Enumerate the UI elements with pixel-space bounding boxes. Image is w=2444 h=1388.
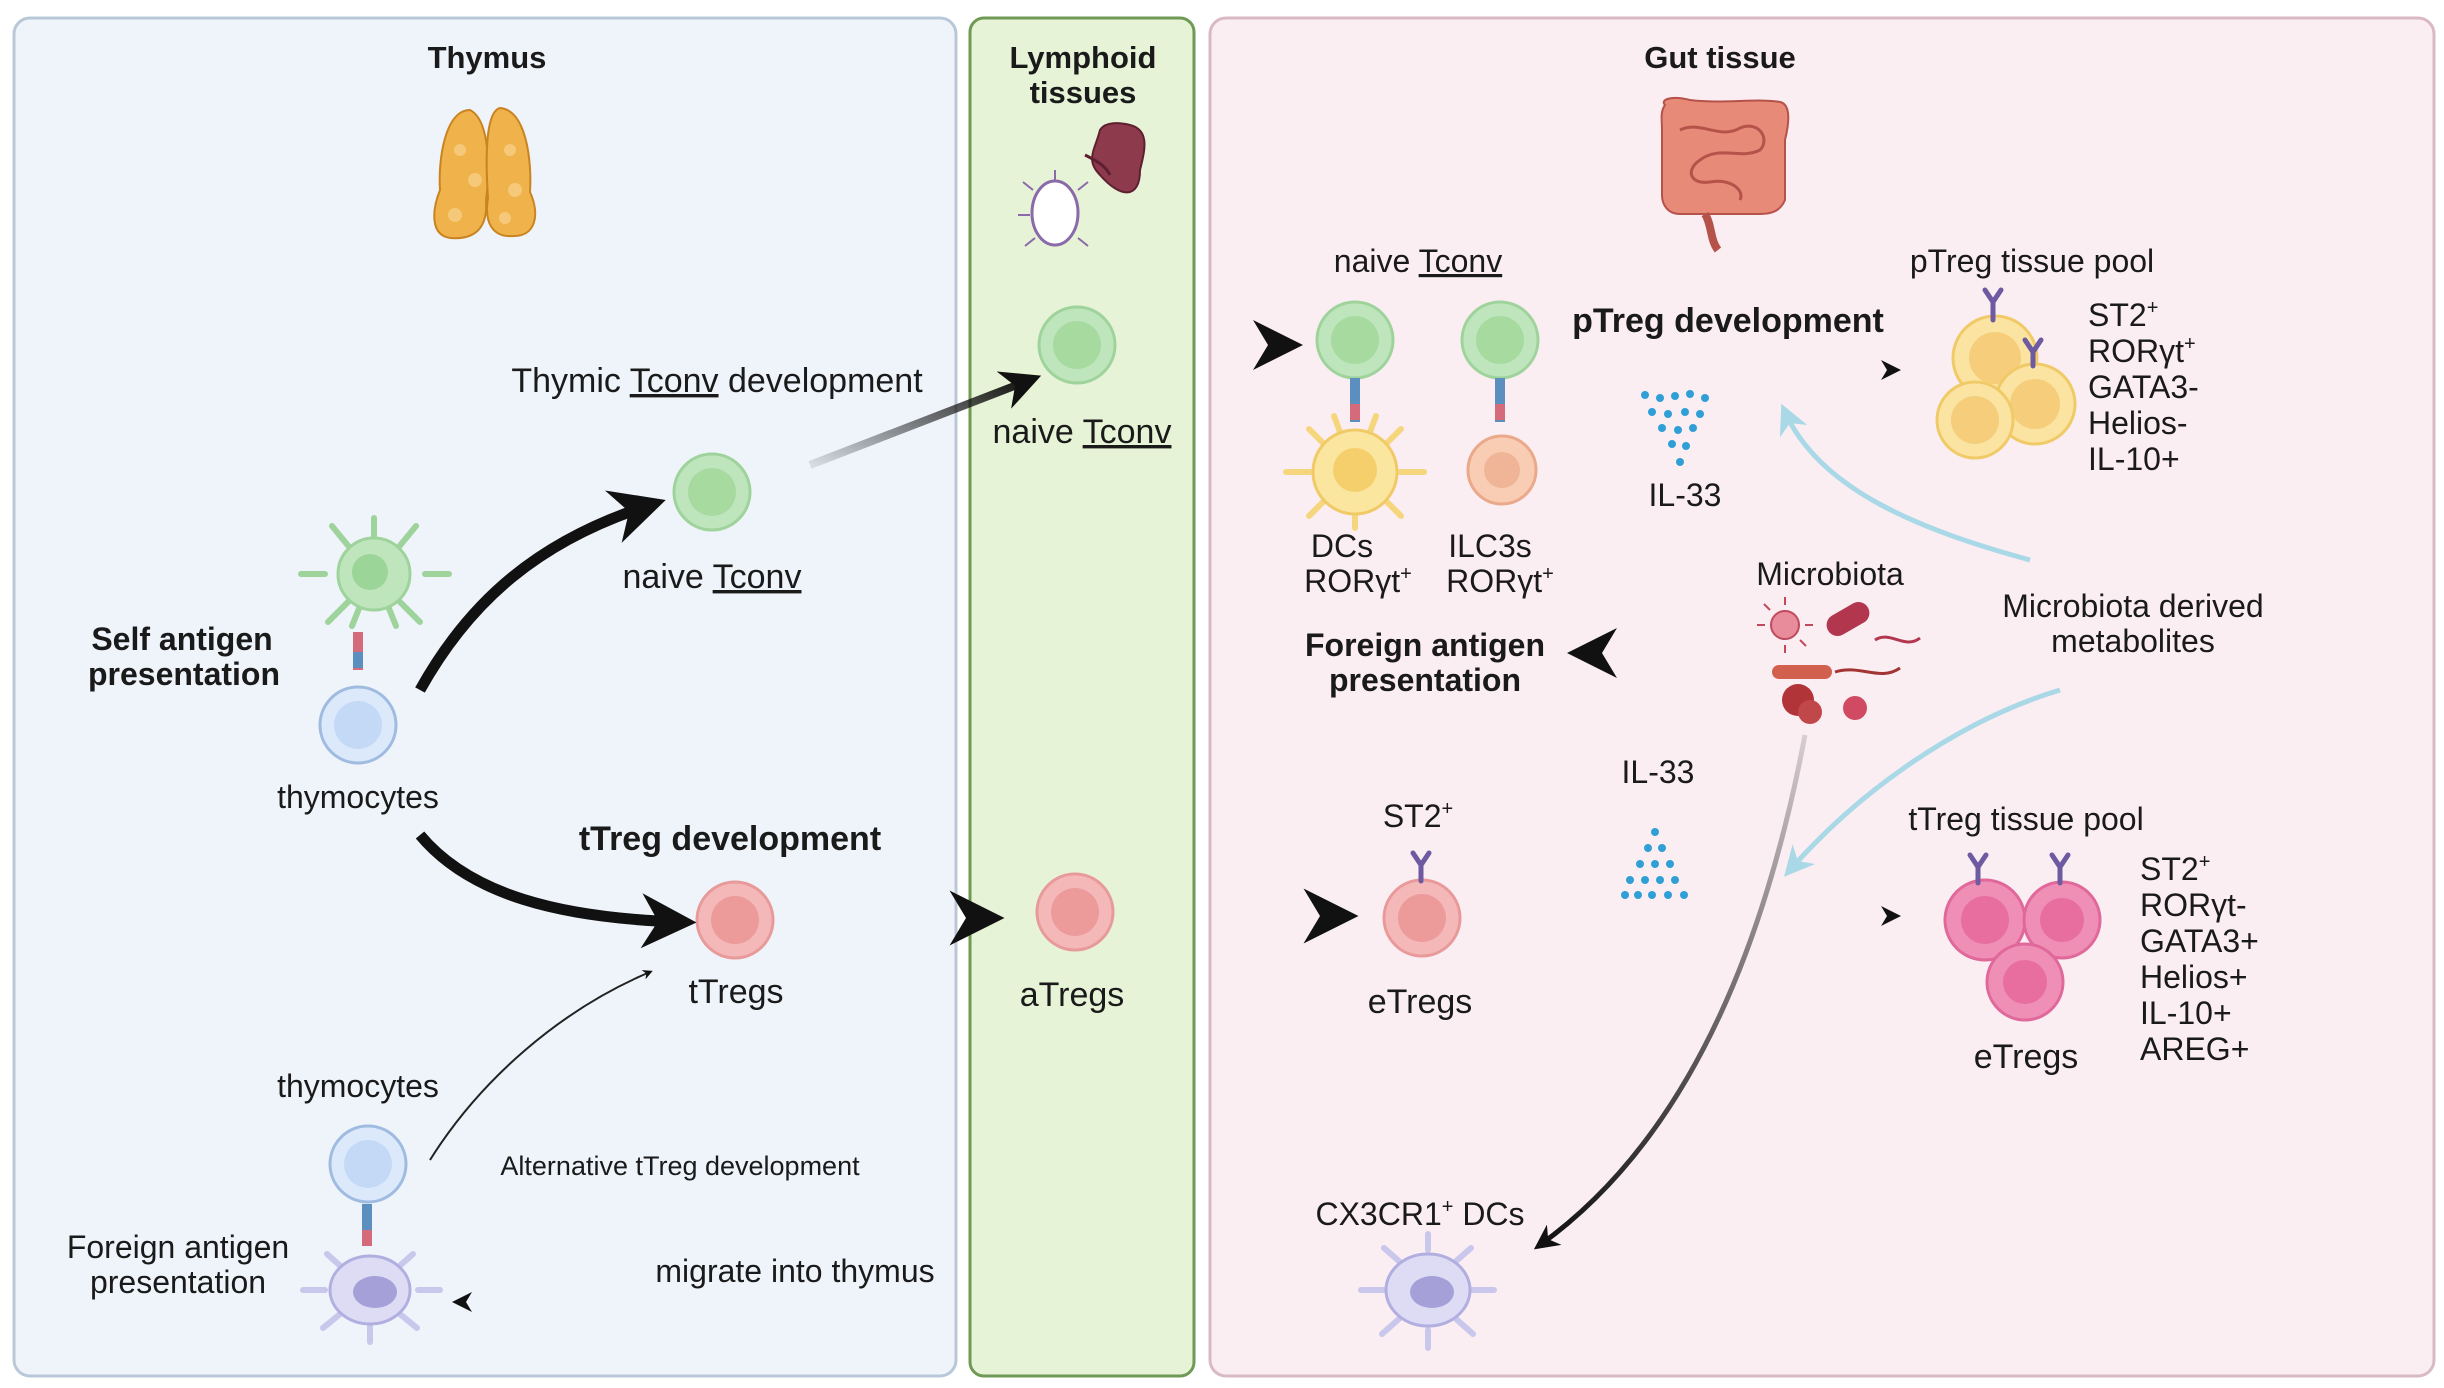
arrow-microbiota-to-cx3cr1-dc: [1533, 734, 1808, 1250]
ptreg-pool-cells: [1935, 287, 2077, 460]
gut-title: Gut tissue: [1644, 40, 1796, 75]
arrow-thymocytes-to-ttregs: [415, 831, 697, 949]
il33-dots-bottom: [1621, 828, 1688, 899]
thymus-foreign-antigen-line2: presentation: [90, 1264, 266, 1300]
lymphoid-naive-tconv-cell: [1037, 305, 1117, 385]
microbiota-label: Microbiota: [1756, 556, 1904, 592]
self-antigen-label-line1: Self antigen: [91, 621, 272, 657]
svg-text:IL-10+: IL-10+: [2088, 441, 2180, 477]
gut-etregs-label: eTregs: [1368, 983, 1473, 1021]
ttreg-pool-label: tTreg tissue pool: [1908, 801, 2143, 837]
self-antigen-label-line2: presentation: [88, 656, 280, 692]
gut-dc-yellow-icon: [1283, 413, 1427, 531]
ttreg-pool-cells: [1943, 852, 2102, 1022]
ttregs-cell: [695, 880, 775, 960]
metabolites-label-line1: Microbiota derived: [2002, 588, 2263, 624]
arrow-thymocytes-to-naive-tconv: [415, 490, 666, 693]
thymocytes-top-label: thymocytes: [277, 779, 439, 815]
il33-top-label: IL-33: [1649, 477, 1722, 513]
thymocyte-top-icon: [318, 685, 398, 765]
tcr-connector-icon: [353, 632, 363, 670]
lymphoid-panel: [968, 16, 1196, 1378]
svg-text:ST2+: ST2+: [2088, 297, 2158, 333]
thymocytes-bottom-label: thymocytes: [277, 1068, 439, 1104]
arrow-alternative-ttreg-development: [429, 970, 653, 1161]
thymus-foreign-antigen-line1: Foreign antigen: [67, 1229, 289, 1265]
svg-text:ST2+: ST2+: [2140, 851, 2210, 887]
ptreg-markers: ST2+ RORγt+ GATA3- Helios- IL-10+: [2088, 297, 2199, 477]
alternative-ttreg-development-label: Alternative tTreg development: [500, 1151, 860, 1181]
atregs-label: aTregs: [1020, 976, 1125, 1014]
ttreg-development-label: tTreg development: [579, 820, 881, 858]
svg-text:GATA3-: GATA3-: [2088, 369, 2199, 405]
thymocyte-bottom-icon: [328, 1124, 408, 1246]
ttregs-label: tTregs: [688, 973, 783, 1011]
arrow-thymic-tconv-to-lymphoid: [808, 371, 1042, 469]
cx3cr1-dcs-label: CX3CR1+ DCs: [1315, 1196, 1524, 1232]
ilc3s-label-line2: RORγt+: [1446, 563, 1554, 599]
ttreg-pool-etregs-label: eTregs: [1974, 1038, 2079, 1076]
metabolites-label-line2: metabolites: [2051, 623, 2215, 659]
svg-text:IL-10+: IL-10+: [2140, 995, 2232, 1031]
lymphoid-naive-tconv-label: naive Tconv: [993, 413, 1172, 451]
svg-text:AREG+: AREG+: [2140, 1031, 2249, 1067]
dcs-label-line2: RORγt+: [1304, 563, 1412, 599]
microbiota-icon: [1757, 597, 1921, 724]
il33-bottom-label: IL-33: [1622, 754, 1695, 790]
ptreg-pool-label: pTreg tissue pool: [1910, 243, 2154, 279]
svg-text:Helios-: Helios-: [2088, 405, 2188, 441]
cx3cr1-dc-icon: [1358, 1231, 1497, 1351]
thymic-tconv-development-label: Thymic Tconv development: [511, 362, 923, 400]
thymus-naive-tconv-cell: [672, 452, 752, 532]
lymphoid-organ-icon: [1018, 122, 1146, 247]
svg-text:RORγt-: RORγt-: [2140, 887, 2247, 923]
svg-text:RORγt+: RORγt+: [2088, 333, 2196, 369]
gut-naive-tconv-label: naive Tconv: [1334, 243, 1502, 279]
gut-naive-tconv-cell-2: [1460, 300, 1540, 422]
atregs-cell: [1035, 872, 1115, 952]
gut-etregs-cell: [1382, 850, 1462, 958]
gut-foreign-antigen-line1: Foreign antigen: [1305, 627, 1545, 663]
ptreg-development-label: pTreg development: [1572, 302, 1884, 340]
dcs-label-line1: DCs: [1311, 528, 1373, 564]
st2-label: ST2+: [1383, 798, 1453, 834]
il33-dots-top: [1641, 390, 1709, 466]
lymphoid-title-line2: tissues: [1030, 75, 1137, 110]
foreign-antigen-dc-icon: [300, 1251, 443, 1345]
ilc3s-label-line1: ILC3s: [1448, 528, 1532, 564]
intestine-organ-icon: [1660, 96, 1790, 253]
ilc3-cell-icon: [1466, 434, 1538, 506]
gut-foreign-antigen-line2: presentation: [1329, 662, 1521, 698]
migrate-into-thymus-label: migrate into thymus: [655, 1253, 934, 1289]
ttreg-markers: ST2+ RORγt- GATA3+ Helios+ IL-10+ AREG+: [2140, 851, 2259, 1067]
gut-naive-tconv-cell-1: [1315, 300, 1395, 422]
thymus-panel: [12, 16, 958, 1378]
thymus-organ-icon: [433, 106, 537, 240]
thymus-title: Thymus: [428, 40, 547, 75]
svg-text:GATA3+: GATA3+: [2140, 923, 2259, 959]
arrow-metabolites-to-ptreg: [1779, 403, 2031, 563]
lymphoid-title-line1: Lymphoid: [1010, 40, 1157, 75]
self-antigen-dc-icon: [298, 515, 452, 629]
svg-text:Helios+: Helios+: [2140, 959, 2248, 995]
thymus-naive-tconv-label: naive Tconv: [623, 558, 802, 596]
arrow-metabolites-to-ttreg: [1784, 687, 2061, 877]
